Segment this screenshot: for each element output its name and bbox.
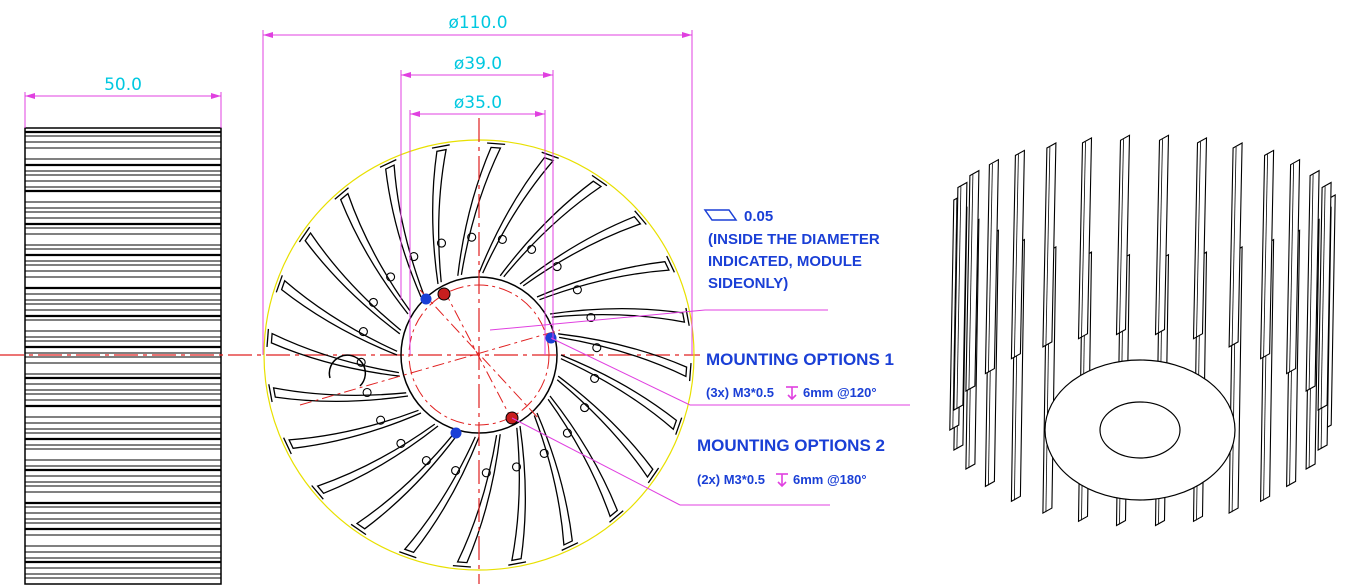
outer-diameter-dimension: ø110.0 xyxy=(262,13,693,355)
bolt-line-3 xyxy=(443,289,513,421)
side-view-fin-lines xyxy=(25,130,221,579)
mount-hole-2a xyxy=(437,287,451,301)
mount2-leader xyxy=(511,417,681,506)
depth-icon xyxy=(776,473,788,488)
outer-diameter-label: ø110.0 xyxy=(448,13,507,33)
flatness-line-1: (INSIDE THE DIAMETER xyxy=(708,231,880,248)
mounting-options-2-spec-prefix: (2x) M3*0.5 xyxy=(697,472,765,487)
mid-diameter-dimension: ø39.0 xyxy=(400,54,554,340)
mount-hole-1a xyxy=(420,293,432,305)
flatness-note: 0.05 (INSIDE THE DIAMETER INDICATED, MOD… xyxy=(703,208,880,292)
mount1-leader xyxy=(550,337,691,406)
mounting-options-2-spec-suffix: 6mm @180° xyxy=(793,472,867,487)
isometric-view xyxy=(949,134,1336,527)
mounting-options-1: MOUNTING OPTIONS 1 (3x) M3*0.5 6mm @120° xyxy=(706,350,894,401)
flatness-line-2: INDICATED, MODULE xyxy=(708,253,862,270)
side-view xyxy=(24,127,222,585)
flatness-icon xyxy=(703,209,738,221)
front-view-fins xyxy=(266,142,692,568)
mounting-options-1-title: MOUNTING OPTIONS 1 xyxy=(706,350,894,369)
flatness-value: 0.05 xyxy=(744,208,773,225)
inner-diameter-dimension: ø35.0 xyxy=(409,93,546,355)
inner-diameter-label: ø35.0 xyxy=(454,93,502,113)
bolt-line-1 xyxy=(419,289,541,421)
flatness-leader xyxy=(489,309,706,331)
mounting-options-2: MOUNTING OPTIONS 2 (2x) M3*0.5 6mm @180° xyxy=(697,436,885,488)
depth-icon xyxy=(786,386,798,401)
flatness-line-3: SIDEONLY) xyxy=(708,275,788,292)
bolt-line-2 xyxy=(299,329,561,406)
mount-hole-1c xyxy=(450,427,462,439)
mounting-options-2-title: MOUNTING OPTIONS 2 xyxy=(697,436,885,455)
mounting-options-1-spec-suffix: 6mm @120° xyxy=(803,385,877,400)
side-width-label: 50.0 xyxy=(104,75,142,95)
side-width-dimension: 50.0 xyxy=(24,75,222,128)
mounting-options-1-spec-prefix: (3x) M3*0.5 xyxy=(706,385,774,400)
mid-diameter-label: ø39.0 xyxy=(454,54,502,74)
